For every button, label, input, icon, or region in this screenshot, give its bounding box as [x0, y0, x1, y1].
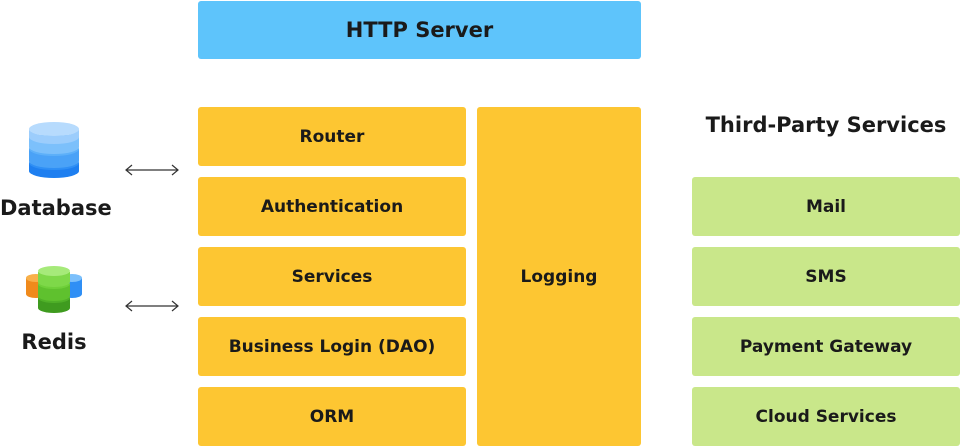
orm-box: ORM — [198, 387, 466, 446]
redis-label: Redis — [21, 330, 87, 354]
mail-box: Mail — [692, 177, 960, 236]
redis-icon — [26, 266, 82, 313]
cloud-services-box: Cloud Services — [692, 387, 960, 446]
database-label: Database — [0, 196, 112, 220]
sms-box: SMS — [692, 247, 960, 306]
database-icon — [29, 122, 79, 178]
payment-gateway-box: Payment Gateway — [692, 317, 960, 376]
authentication-box: Authentication — [198, 177, 466, 236]
http-server-box: HTTP Server — [198, 1, 641, 59]
database-bidirectional-arrow — [125, 164, 179, 176]
services-box: Services — [198, 247, 466, 306]
third-party-title: Third-Party Services — [705, 113, 947, 137]
redis-bidirectional-arrow — [125, 300, 179, 312]
router-box: Router — [198, 107, 466, 166]
logging-box: Logging — [477, 107, 641, 446]
business-logic-box: Business Login (DAO) — [198, 317, 466, 376]
